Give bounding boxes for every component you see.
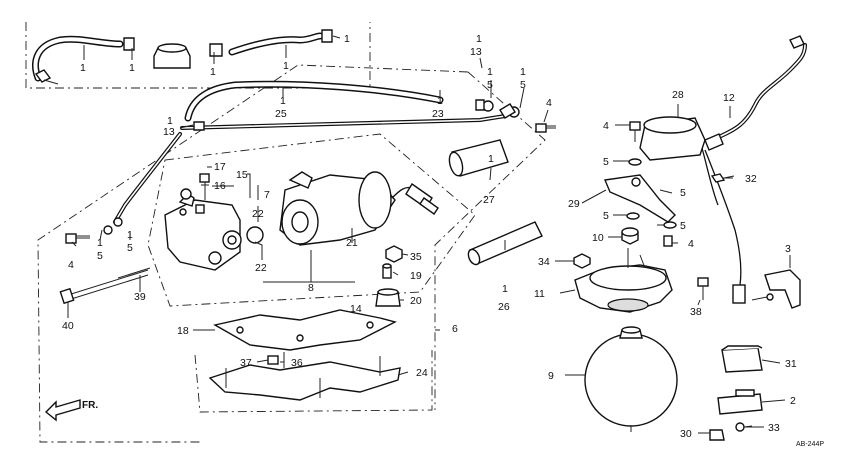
callout-39: 39: [134, 291, 146, 303]
callout-40: 40: [62, 320, 74, 332]
callout-35: 35: [410, 251, 422, 263]
callout-labels: 1 1 1 1 1 1 13 1 5 1 5 4 1 25 1 23 1 13 …: [62, 33, 797, 440]
callout-3: 3: [785, 243, 791, 255]
callout-4: 4: [603, 120, 609, 132]
front-label: FR.: [82, 400, 98, 411]
callout-1: 1: [344, 33, 350, 45]
callout-9: 9: [548, 370, 554, 382]
callout-33: 33: [768, 422, 780, 434]
callout-19: 19: [410, 270, 422, 282]
callout-1: 1: [520, 66, 526, 78]
accumulator-assembly: [573, 248, 678, 432]
hose-26: [467, 221, 543, 266]
callout-1: 1: [80, 62, 86, 74]
callout-12: 12: [723, 92, 735, 104]
diagram-code: AB-244P: [796, 441, 824, 448]
callout-7: 7: [264, 189, 270, 201]
callout-4: 4: [688, 238, 694, 250]
callout-4: 4: [68, 259, 74, 271]
callout-6: 6: [452, 323, 458, 335]
callout-37: 37: [240, 357, 252, 369]
bracket-24: [208, 352, 401, 401]
callout-1: 1: [502, 283, 508, 295]
callout-30: 30: [680, 428, 692, 440]
callout-1: 1: [437, 95, 443, 107]
callout-10: 10: [592, 232, 604, 244]
callout-13: 13: [470, 46, 482, 58]
left-bolts: [59, 233, 151, 305]
callout-22: 22: [255, 262, 267, 274]
callout-17: 17: [214, 161, 226, 173]
callout-16: 16: [214, 180, 226, 192]
sleeve-27: [448, 139, 509, 177]
callout-14: 14: [350, 303, 362, 315]
callout-1: 1: [476, 33, 482, 45]
front-direction-arrow: FR.: [44, 399, 98, 422]
callout-32: 32: [745, 173, 757, 185]
callout-4: 4: [546, 97, 552, 109]
callout-5: 5: [127, 242, 133, 254]
callout-5: 5: [603, 210, 609, 222]
callout-28: 28: [672, 89, 684, 101]
bolt-4-top: [535, 123, 556, 133]
callout-1: 1: [283, 60, 289, 72]
callout-1: 1: [167, 115, 173, 127]
callout-5: 5: [603, 156, 609, 168]
callout-24: 24: [416, 367, 428, 379]
right-side-parts: [697, 269, 801, 441]
callout-38: 38: [690, 306, 702, 318]
callout-5: 5: [487, 79, 493, 91]
callout-29: 29: [568, 198, 580, 210]
callout-34: 34: [538, 256, 550, 268]
callout-5: 5: [680, 187, 686, 199]
callout-36: 36: [291, 357, 303, 369]
top-hose-group: [32, 29, 333, 83]
callout-8: 8: [308, 282, 314, 294]
callout-1: 1: [129, 62, 135, 74]
callout-15: 15: [236, 169, 248, 181]
callout-13: 13: [163, 126, 175, 138]
callout-27: 27: [483, 194, 495, 206]
hose-25-pipe-23: [103, 80, 520, 235]
small-parts-35-19-20: [375, 245, 403, 307]
callout-31: 31: [785, 358, 797, 370]
callout-11: 11: [534, 288, 545, 300]
callout-1: 1: [280, 95, 286, 107]
callout-22: 22: [252, 208, 264, 220]
callout-18: 18: [177, 325, 189, 337]
modulator-valve-body: [164, 173, 242, 271]
bracket-18: [213, 309, 397, 351]
callout-26: 26: [498, 301, 510, 313]
callout-5: 5: [680, 220, 686, 232]
callout-21: 21: [346, 237, 358, 249]
callout-1: 1: [97, 237, 103, 249]
link-29-assembly: [604, 121, 735, 247]
callout-2: 2: [790, 395, 796, 407]
callout-23: 23: [432, 108, 444, 120]
callout-25: 25: [275, 108, 287, 120]
leader-lines: [43, 35, 791, 434]
callout-5: 5: [520, 79, 526, 91]
callout-1: 1: [127, 229, 133, 241]
motor-pump: [246, 171, 439, 246]
callout-20: 20: [410, 295, 422, 307]
pressure-switch-28: [639, 35, 807, 304]
callout-1: 1: [487, 66, 493, 78]
callout-5: 5: [97, 250, 103, 262]
callout-1: 1: [488, 153, 494, 165]
callout-1: 1: [210, 66, 216, 78]
